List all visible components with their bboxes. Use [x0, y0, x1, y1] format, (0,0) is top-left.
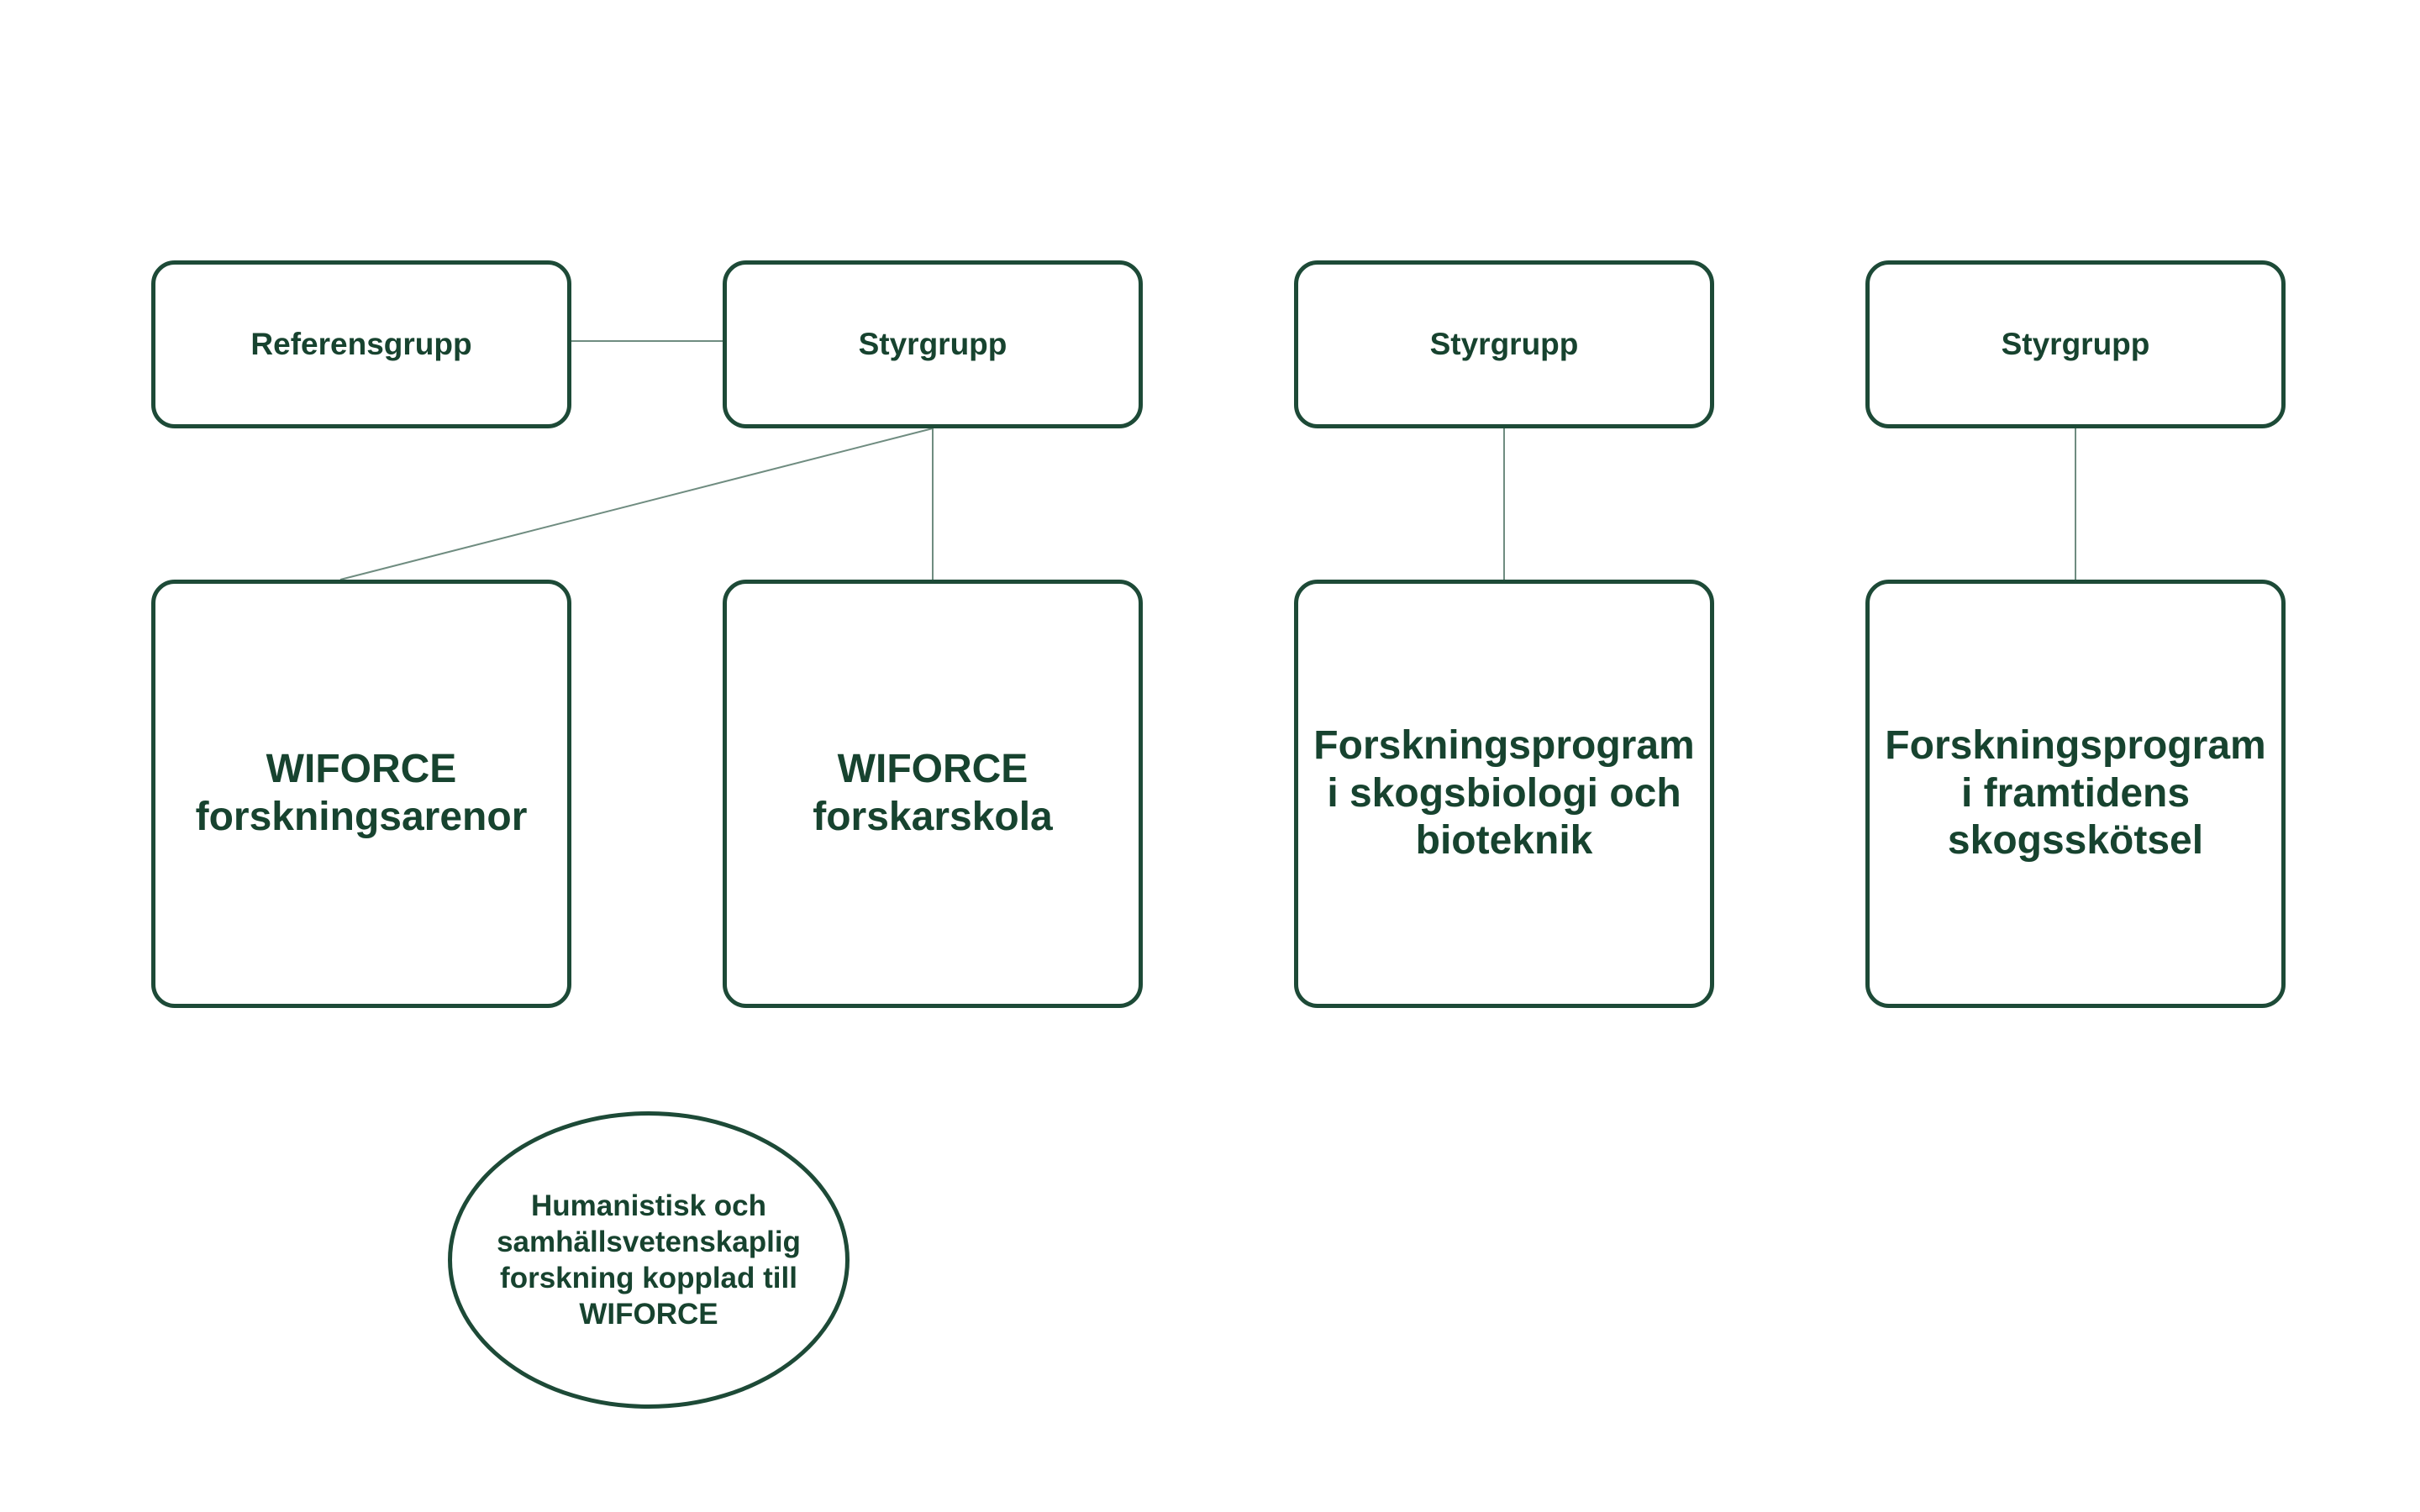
skogsbiologi-program-box: Forskningsprogram i skogsbiologi och bio…: [1294, 580, 1714, 1008]
styrgrupp-box-2: Styrgrupp: [1294, 260, 1714, 428]
styrgrupp-box-3: Styrgrupp: [1865, 260, 2286, 428]
connector-styrgrupp-forskningsarenor: [339, 428, 934, 580]
forskarskola-box: WIFORCE forskarskola: [723, 580, 1143, 1008]
styrgrupp-box-1: Styrgrupp: [723, 260, 1143, 428]
referensgrupp-label: Referensgrupp: [250, 327, 472, 361]
styrgrupp-label-3: Styrgrupp: [2001, 327, 2150, 361]
humanistisk-forskning-ellipse: Humanistisk och samhällsvetenskaplig for…: [448, 1111, 850, 1409]
referensgrupp-box: Referensgrupp: [151, 260, 571, 428]
skogsbiologi-program-label: Forskningsprogram i skogsbiologi och bio…: [1313, 723, 1695, 864]
forskningsarenor-box: WIFORCE forskningsarenor: [151, 580, 571, 1008]
skogsskotsel-program-label: Forskningsprogram i framtidens skogssköt…: [1885, 723, 2266, 864]
styrgrupp-label-1: Styrgrupp: [858, 327, 1007, 361]
styrgrupp-label-2: Styrgrupp: [1429, 327, 1579, 361]
humanistisk-forskning-label: Humanistisk och samhällsvetenskaplig for…: [497, 1189, 801, 1331]
forskningsarenor-label: WIFORCE forskningsarenor: [195, 747, 528, 839]
skogsskotsel-program-box: Forskningsprogram i framtidens skogssköt…: [1865, 580, 2286, 1008]
forskarskola-label: WIFORCE forskarskola: [813, 747, 1053, 839]
